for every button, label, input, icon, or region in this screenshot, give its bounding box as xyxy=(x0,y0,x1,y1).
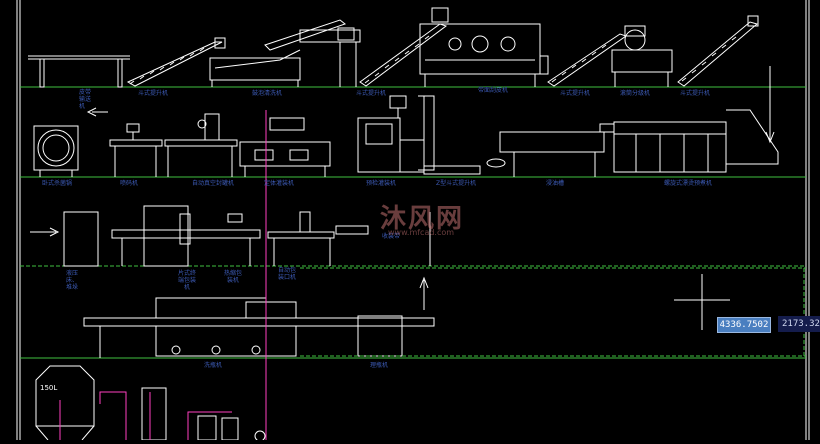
label-collection-belt: 收装带 xyxy=(382,233,401,240)
label-filler: 定体灌装机 xyxy=(264,180,295,187)
label-precheck-filler: 预检灌装机 xyxy=(366,180,397,187)
label-seamer: 自动真空封罐机 xyxy=(192,180,235,187)
magenta-pipes xyxy=(59,110,267,440)
row-separators xyxy=(20,86,806,359)
watermark-logo: 沐风网 xyxy=(380,204,465,234)
drawing-frame xyxy=(16,0,810,440)
label-bubble-washer: 鼓泡清洗机 xyxy=(252,90,283,97)
label-belt-conveyor: 皮带 输送 机 xyxy=(79,89,92,110)
label-shrink-wrapper: 热缩包 装机 xyxy=(224,270,243,284)
watermark-url: www.mfcad.com xyxy=(388,228,455,237)
label-inkjet: 喷码机 xyxy=(120,180,139,187)
label-soak-tank: 浸油槽 xyxy=(546,180,565,187)
label-tank-volume: 150L xyxy=(40,384,58,392)
label-blancher: 螺旋式漂烫预煮机 xyxy=(664,180,713,187)
row1-equipment xyxy=(28,7,775,144)
row4-equipment xyxy=(83,274,730,358)
label-drum-grader: 滚筒分级机 xyxy=(620,90,651,97)
row3-equipment xyxy=(30,205,431,267)
label-bucket-elevator-2: 斗式提升机 xyxy=(356,90,387,97)
label-bucket-elevator-4: 斗式提升机 xyxy=(680,90,711,97)
row2-equipment xyxy=(33,95,779,177)
label-bottle-washer: 洗瓶机 xyxy=(204,362,223,369)
coordinate-input-y[interactable]: 2173.32 xyxy=(778,316,820,332)
label-retort: 卧式杀菌锅 xyxy=(42,180,73,187)
label-case-packer: 片式终 端包装 机 xyxy=(178,270,197,291)
label-bucket-elevator-1: 斗式提升机 xyxy=(138,90,169,97)
label-sealer: 自动包 装口机 xyxy=(278,267,297,281)
green-dashed-guides xyxy=(300,267,806,357)
label-bucket-elevator-3: 斗式提升机 xyxy=(560,90,591,97)
label-z-elevator: Z型斗式提升机 xyxy=(436,180,477,187)
label-bottle-sorter: 理瓶机 xyxy=(370,362,389,369)
label-palletizer: 液压 床、 堆垛 xyxy=(66,270,79,291)
label-peeler: 带面刮皮机 xyxy=(478,87,509,94)
coordinate-input-x[interactable]: 4336.7502 xyxy=(717,317,771,333)
